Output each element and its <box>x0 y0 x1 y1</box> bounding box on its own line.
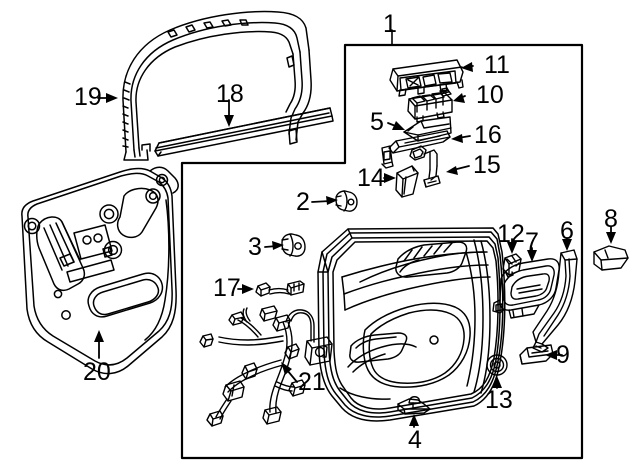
part-12-bezel-clip <box>502 253 522 278</box>
callout-16: 16 <box>474 121 502 149</box>
part-19-window-frame-applique <box>122 10 312 161</box>
callout-3: 3 <box>248 233 262 261</box>
part-14-switch-side-wedge <box>395 165 419 198</box>
part-5-switch-bezel-cover <box>403 116 452 142</box>
callout-21: 21 <box>298 368 326 396</box>
callout-17: 17 <box>213 274 241 302</box>
callout-5: 5 <box>370 108 384 136</box>
callout-4: 4 <box>408 426 422 454</box>
assembly-boundary-box <box>180 43 584 460</box>
callout-20: 20 <box>83 358 111 386</box>
part-13-screw-cap-plug <box>486 354 508 376</box>
callout-19: 19 <box>74 83 102 111</box>
part-3-retainer-grommet <box>281 233 306 257</box>
part-16-reinforcement-rail <box>381 130 451 169</box>
part-18-belt-weatherstrip <box>154 107 334 157</box>
callout-10: 10 <box>476 81 504 109</box>
callout-18: 18 <box>216 80 244 108</box>
callout-7: 7 <box>525 228 539 256</box>
callout-12: 12 <box>497 220 525 248</box>
callout-15: 15 <box>473 151 501 179</box>
callout-2: 2 <box>296 188 310 216</box>
part-17-jumper-harness <box>255 280 305 297</box>
callout-leaders <box>94 62 616 428</box>
part-8-end-cap-trim <box>593 245 629 271</box>
callout-9: 9 <box>556 341 570 369</box>
callout-13: 13 <box>485 386 513 414</box>
part-15-courtesy-lamp-bracket <box>409 145 441 188</box>
part-4-trim-panel-clip <box>397 396 431 415</box>
part-6-side-garnish-molding <box>532 249 578 353</box>
callout-6: 6 <box>560 217 574 245</box>
part-20-water-deflector-shield <box>21 166 179 375</box>
part-11-switch-housing-plate <box>389 59 464 97</box>
callout-14: 14 <box>357 164 385 192</box>
callout-8: 8 <box>604 205 618 233</box>
part-10-window-switch-assembly <box>407 87 453 123</box>
door-trim-panel-illustration <box>317 227 506 422</box>
callout-11: 11 <box>484 51 510 79</box>
part-2-retainer-grommet <box>335 190 358 212</box>
part-21-door-wiring-harness <box>199 305 333 427</box>
callout-1: 1 <box>383 10 397 38</box>
